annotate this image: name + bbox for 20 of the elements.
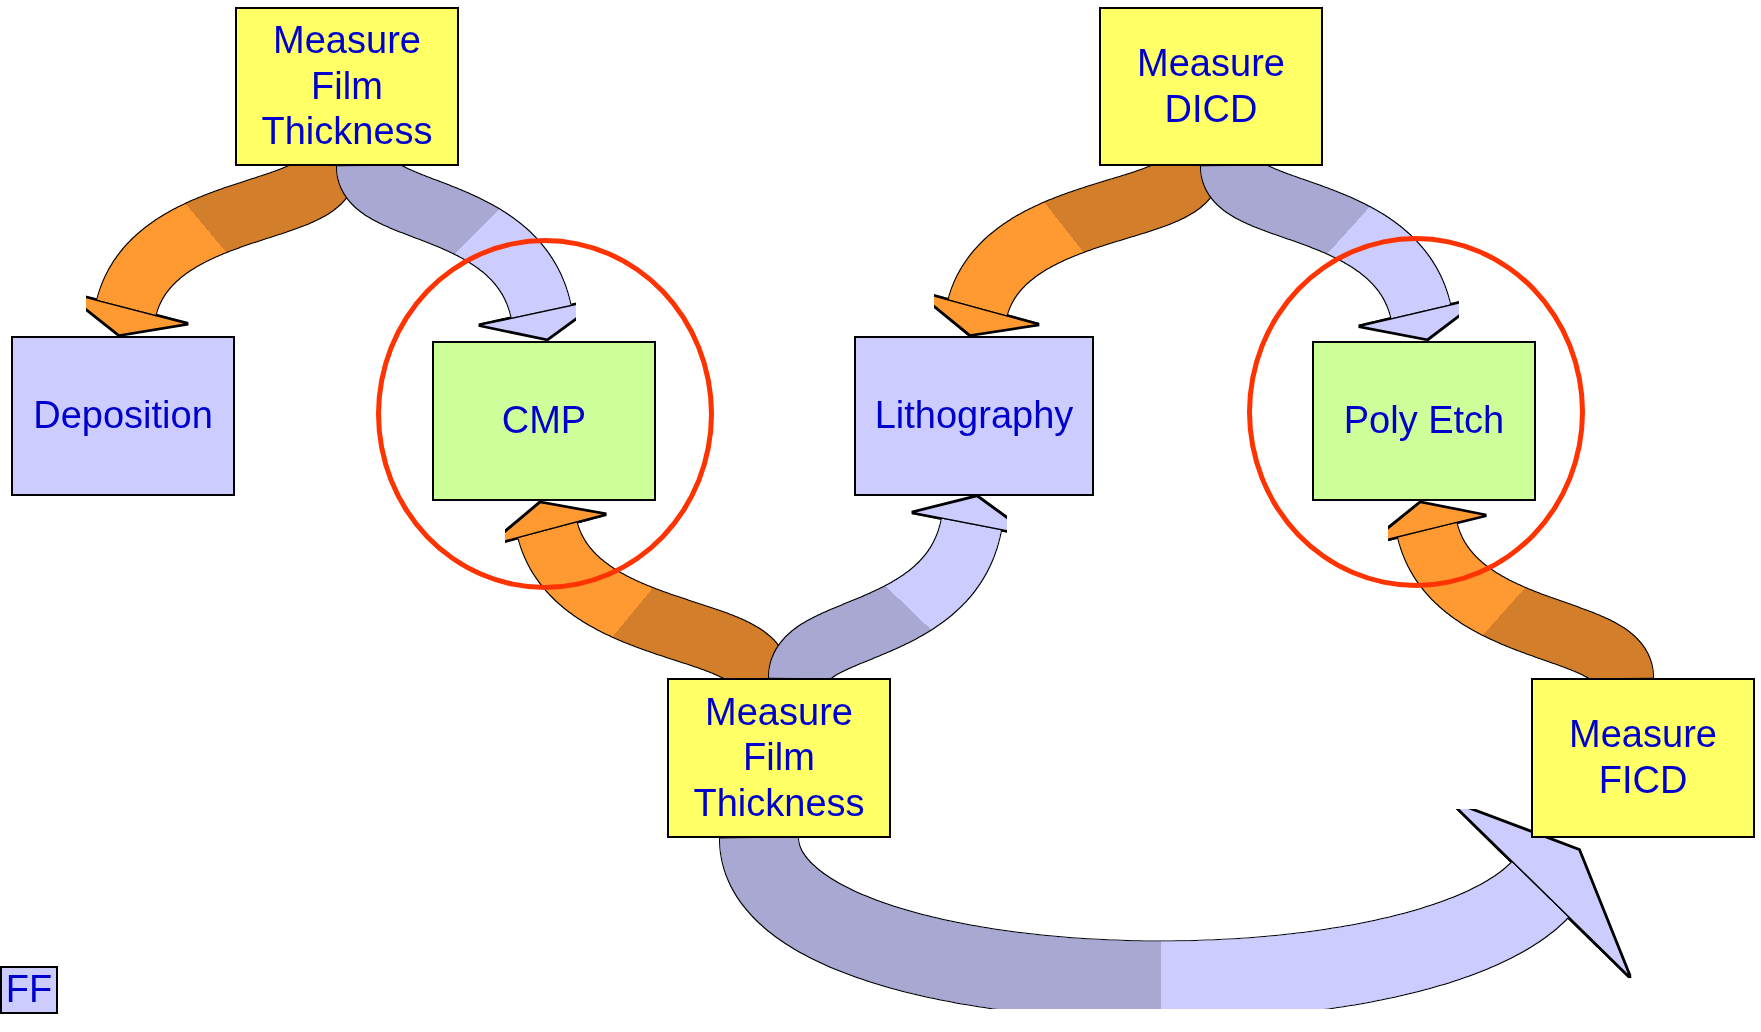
process-box bbox=[854, 336, 1094, 496]
node-label: Deposition bbox=[33, 393, 213, 439]
process-box bbox=[1531, 678, 1755, 838]
curved-arrow bbox=[720, 801, 1631, 1020]
node-label: Measure Film Thickness bbox=[260, 18, 434, 155]
node-label: Measure Film Thickness bbox=[692, 689, 866, 826]
process-box bbox=[11, 336, 235, 496]
legend-label: FF bbox=[5, 967, 53, 1013]
node-label: Measure FICD bbox=[1568, 712, 1718, 803]
process-box bbox=[235, 7, 459, 166]
node-label: CMP bbox=[501, 398, 587, 444]
process-box bbox=[432, 341, 656, 501]
process-box bbox=[667, 678, 891, 838]
process-box bbox=[1312, 341, 1536, 501]
node-label: Lithography bbox=[874, 393, 1074, 439]
node-label: Measure DICD bbox=[1136, 40, 1286, 132]
process-box bbox=[1099, 7, 1323, 166]
node-label: Poly Etch bbox=[1343, 398, 1505, 444]
highlight-circle bbox=[376, 238, 714, 590]
highlight-circle bbox=[1247, 236, 1585, 588]
